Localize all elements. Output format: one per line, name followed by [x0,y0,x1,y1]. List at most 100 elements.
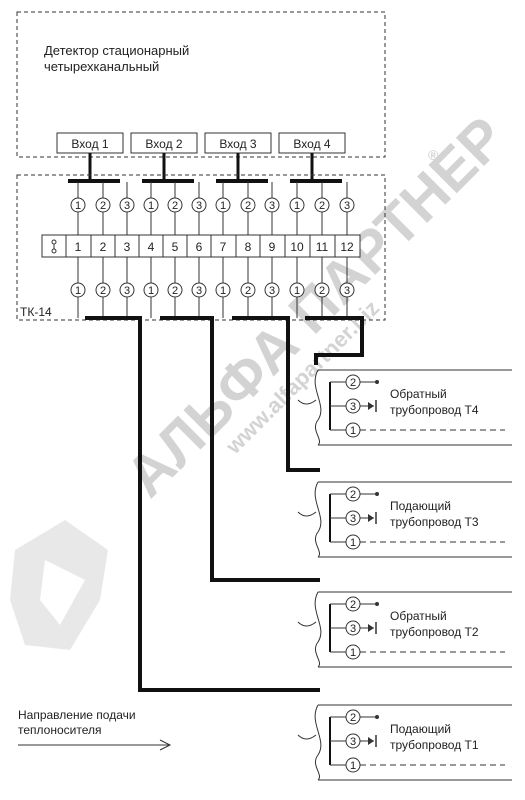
terminal-bottom-mark: 2 [95,282,111,298]
input-label-4: Вход 4 [293,137,330,151]
terminal-top-mark: 1 [70,197,86,213]
terminal-top-mark: 2 [240,197,256,213]
flow-label-line2: теплоносителя [18,723,101,737]
wire-number-circle [167,282,183,298]
pipe-wire-2: 2 [345,709,361,725]
wire-number-circle [143,197,159,213]
wire-number: 3 [269,200,275,212]
wire-number: 2 [350,489,356,501]
terminal-bottom-mark: 3 [339,282,355,298]
pipe-wire-2-dot [375,380,379,384]
pipe-wire-1: 1 [345,534,361,550]
flow-arrow [18,739,172,751]
wire-number-circle [215,197,231,213]
pipe-break-mark [297,511,317,517]
terminal-10: 10 [290,240,304,254]
input-label-2: Вход 2 [145,137,182,151]
detector-box [16,11,386,158]
pipe-wire-1: 1 [345,757,361,773]
terminal-bottom-mark: 2 [167,282,183,298]
cable-t4 [305,316,364,365]
wire-number-circle [95,197,111,213]
wire-number: 1 [148,285,154,297]
pipe-label-line2: трубопровод Т2 [390,625,479,639]
pipe-wire-1: 1 [345,422,361,438]
terminal-6: 6 [196,240,203,254]
pipe-label-line1: Обратный [390,387,447,401]
terminal-top-mark: 1 [143,197,159,213]
wire-number: 2 [350,712,356,724]
terminal-bottom-mark: 1 [215,282,231,298]
wire-number: 1 [220,200,226,212]
pipe-break-mark [297,621,317,627]
pipe-wire-2-dot [375,602,379,606]
wire-number: 1 [75,200,81,212]
terminal-top-mark: 2 [167,197,183,213]
pipe-wire-3: 3 [345,620,361,636]
wire-number-circle [215,282,231,298]
wire-number: 1 [75,285,81,297]
terminal-4: 4 [148,240,155,254]
wire-number-circle [339,282,355,298]
terminal-bottom-mark: 1 [70,282,86,298]
cables [85,316,364,692]
pipe-wire-2: 2 [345,596,361,612]
pipe-wire-2-dot [375,492,379,496]
wire-number-circle [143,282,159,298]
pipe-label-line1: Обратный [390,609,447,623]
terminal-7: 7 [220,240,227,254]
pipe-break [314,369,322,446]
pipe-label-line1: Подающий [390,722,451,736]
wire-number: 3 [344,285,350,297]
terminal-bottom-mark: 3 [191,282,207,298]
terminal-12: 12 [340,240,354,254]
wire-number: 3 [350,401,356,413]
wire-number: 3 [344,200,350,212]
wire-number-circle [70,197,86,213]
wire-number-circle [314,282,330,298]
pipe-label-line1: Подающий [390,499,451,513]
wire-number: 2 [245,285,251,297]
wire-number: 3 [124,285,130,297]
pipe-wire-2: 2 [345,486,361,502]
wire-number-circle [264,282,280,298]
terminal-bottom-mark: 2 [240,282,256,298]
terminal-top-mark: 3 [264,197,280,213]
detector-title-line2: четырехканальный [44,59,159,74]
terminal-top-mark: 3 [339,197,355,213]
pipe-label-line2: трубопровод Т3 [390,515,479,529]
pipe-wire-3: 3 [345,510,361,526]
watermark-brand: АЛЬФА ПАРТНЕР [113,105,518,510]
wire-number-circle [70,282,86,298]
terminal-top-mark: 3 [191,197,207,213]
flow-label-line1: Направление подачи [18,708,136,722]
wire-number: 3 [196,285,202,297]
terminal-top-mark: 2 [95,197,111,213]
wire-number-circle [289,282,305,298]
wire-number-circle [289,197,305,213]
wire-number-circle [119,197,135,213]
wire-number: 1 [148,200,154,212]
terminal-top-mark: 1 [215,197,231,213]
sensor-icon [368,737,374,745]
wire-number-circle [119,282,135,298]
wire-number-circle [264,197,280,213]
pipe-break [314,704,322,781]
wire-number: 3 [196,200,202,212]
terminal-top-mark: 1 [289,197,305,213]
wire-number-circle [240,282,256,298]
wire-number: 1 [350,537,356,549]
terminal-bottom-mark: 3 [264,282,280,298]
input-label-1: Вход 1 [71,137,108,151]
pipe-break [314,591,322,668]
wire-number: 2 [319,200,325,212]
wire-number-circle [314,197,330,213]
terminal-bottom-mark: 3 [119,282,135,298]
tk14-label: ТК-14 [20,305,52,319]
terminal-2: 2 [100,240,107,254]
wire-number: 1 [350,760,356,772]
